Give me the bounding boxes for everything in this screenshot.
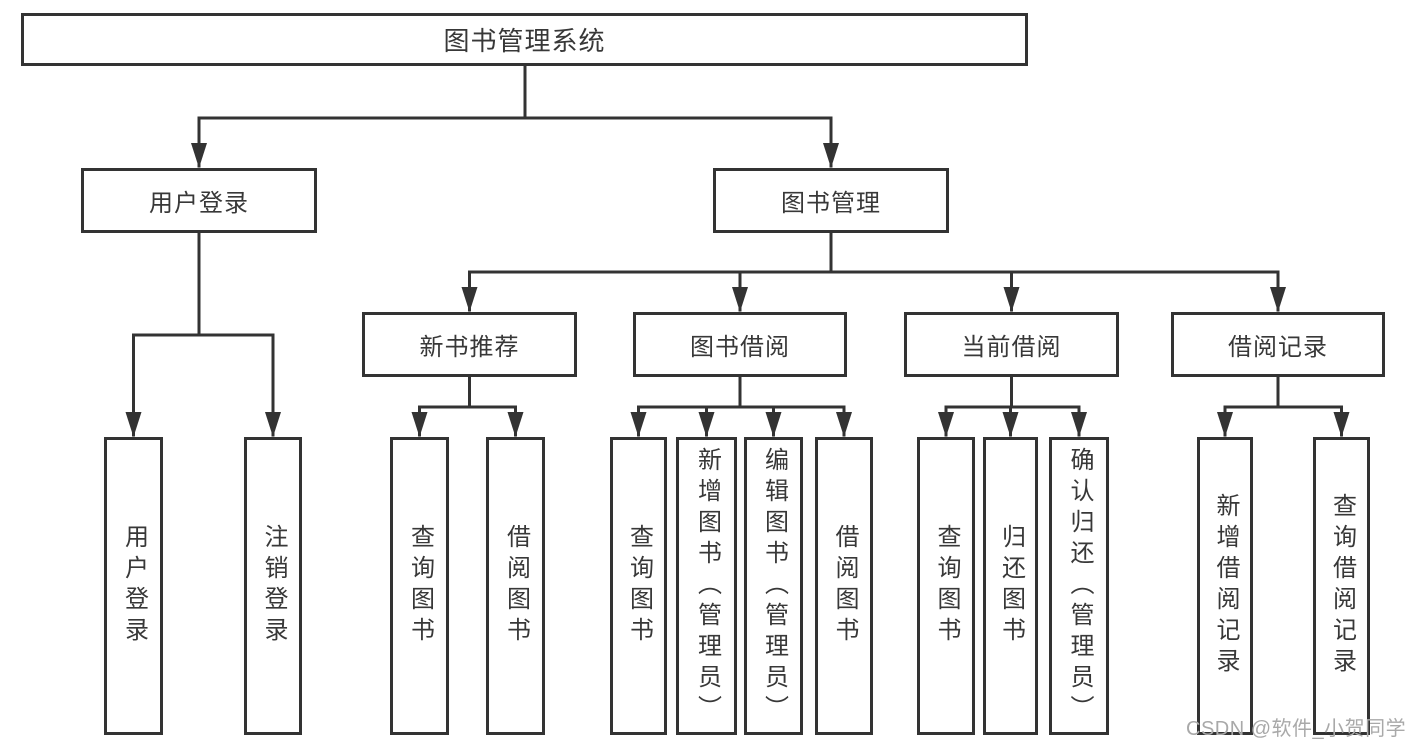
node-new-book-recommend: 新书推荐 [362, 312, 577, 377]
node-user-login: 用户登录 [81, 168, 317, 233]
node-current-borrow: 当前借阅 [904, 312, 1119, 377]
leaf-borrow-query-books: 查询图书 [610, 437, 667, 735]
arrowheads [125, 143, 1350, 437]
node-borrow-records: 借阅记录 [1171, 312, 1385, 377]
leaf-borrow-borrow-books: 借阅图书 [815, 437, 873, 735]
leaf-record-add-borrow-record: 新增借阅记录 [1197, 437, 1253, 735]
node-root: 图书管理系统 [21, 13, 1028, 66]
node-book-management: 图书管理 [713, 168, 949, 233]
leaf-user-login: 用户登录 [104, 437, 163, 735]
node-book-borrow: 图书借阅 [633, 312, 847, 377]
leaf-current-query-books: 查询图书 [917, 437, 975, 735]
leaf-borrow-add-books-admin: 新增图书（管理员） [676, 437, 737, 735]
leaf-newbook-borrow-books: 借阅图书 [486, 437, 545, 735]
leaf-current-confirm-return-admin: 确认归还（管理员） [1049, 437, 1109, 735]
leaf-current-return-books: 归还图书 [983, 437, 1038, 735]
leaf-record-query-borrow-record: 查询借阅记录 [1313, 437, 1370, 735]
leaf-newbook-query-books: 查询图书 [390, 437, 449, 735]
leaf-borrow-edit-books-admin: 编辑图书（管理员） [744, 437, 803, 735]
csdn-watermark: CSDN @软件_小贺同学 [1186, 718, 1405, 740]
leaf-logout: 注销登录 [244, 437, 302, 735]
